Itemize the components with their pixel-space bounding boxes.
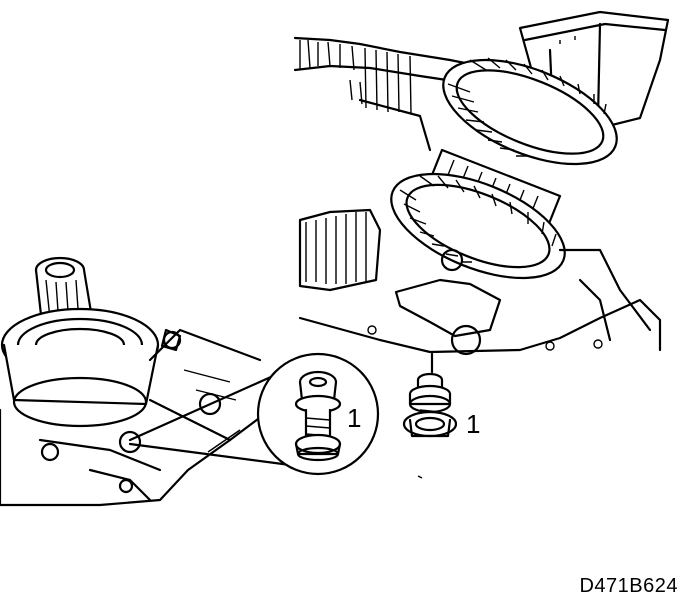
- callout-1-removed-bolt: 1: [466, 409, 481, 439]
- gear-cluster-icon: [293, 10, 670, 356]
- callout-1-magnified-bolt: 1: [347, 403, 362, 433]
- flange-bolt-icon: [402, 352, 458, 438]
- figure-code: D471B624: [579, 575, 678, 597]
- spline-shaft-icon: [0, 256, 272, 507]
- magnifier-circle-icon: [128, 352, 380, 476]
